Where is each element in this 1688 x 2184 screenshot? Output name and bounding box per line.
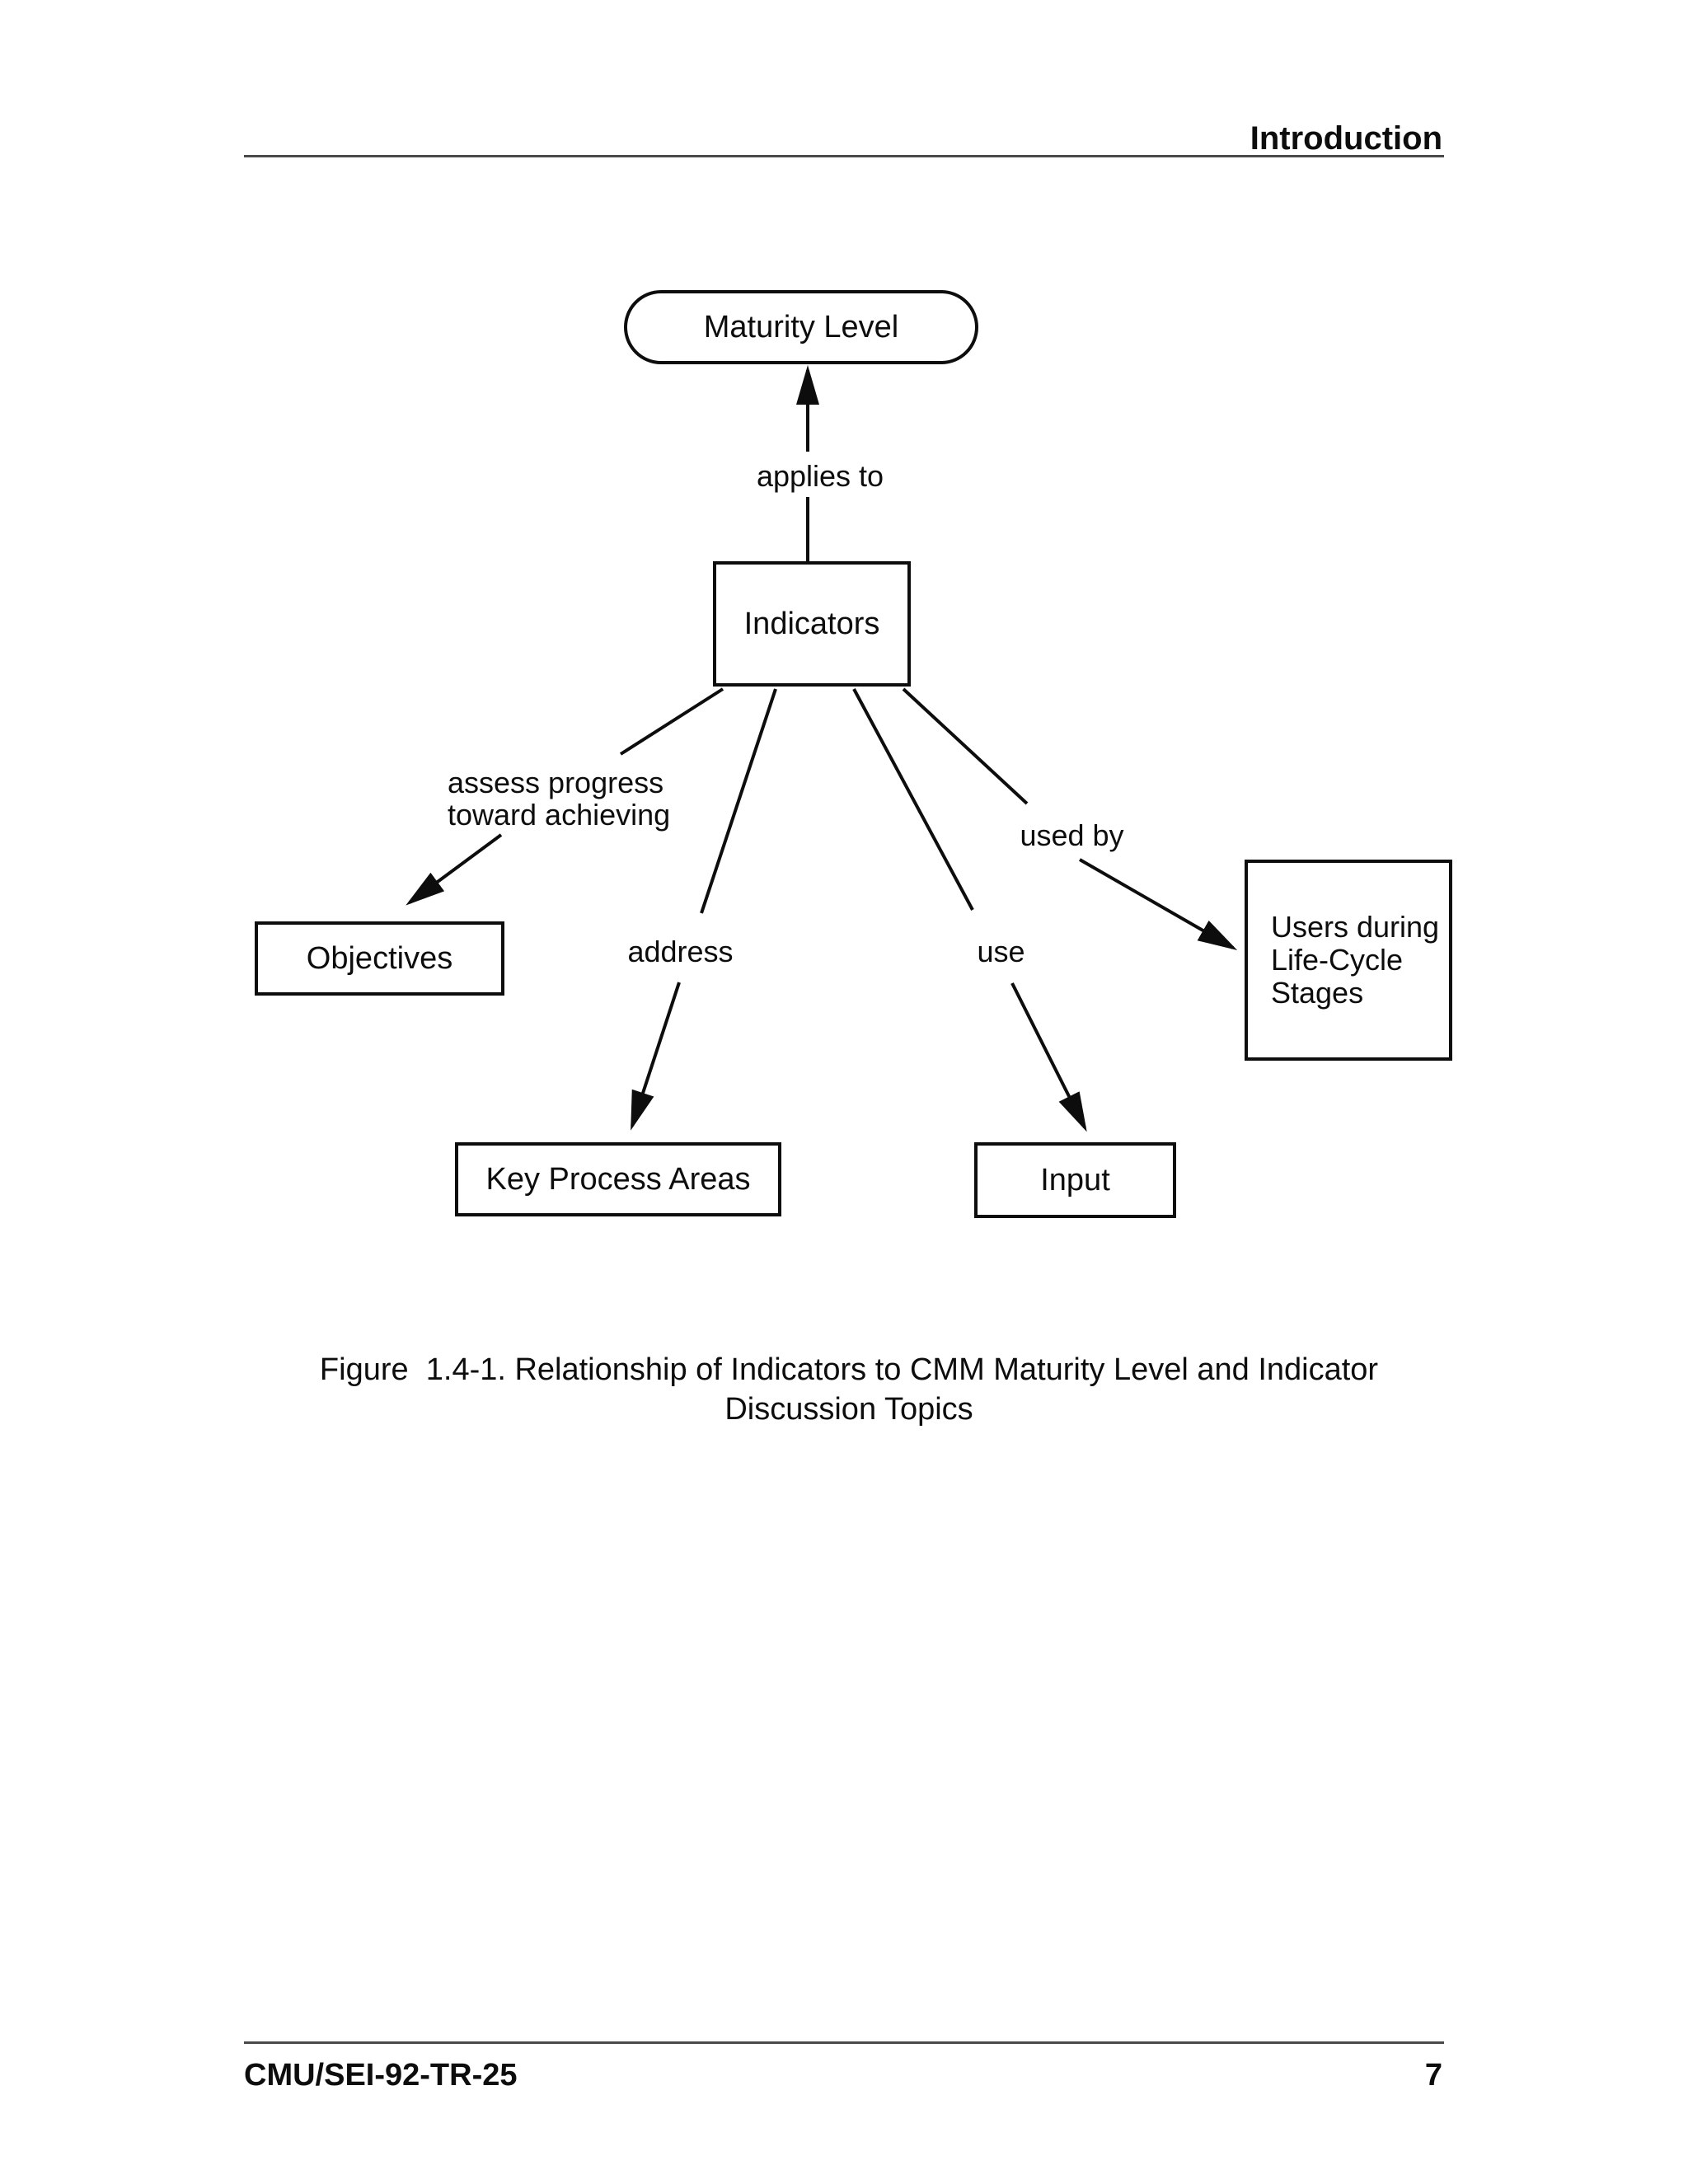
edge-assess-lower-arrow: [406, 833, 503, 906]
edge-label-use: use: [977, 935, 1025, 968]
node-users-life-cycle: Users during Life-Cycle Stages: [1245, 860, 1452, 1061]
node-indicators-label: Indicators: [743, 607, 880, 641]
footer-rule: [244, 2041, 1444, 2044]
header-rule: [244, 155, 1444, 157]
edge-used-by-upper-line: [902, 687, 1029, 805]
node-objectives-label: Objectives: [306, 941, 453, 976]
edge-used-by-lower-arrow: [1079, 858, 1238, 950]
edge-use-lower-arrow: [1010, 982, 1087, 1132]
edge-use-upper-line: [852, 688, 974, 911]
node-input: Input: [974, 1142, 1176, 1218]
node-maturity-level: Maturity Level: [624, 290, 978, 364]
node-indicators: Indicators: [713, 561, 911, 687]
running-header-title: Introduction: [1250, 120, 1442, 157]
edge-label-address: address: [627, 935, 734, 968]
node-input-label: Input: [1040, 1163, 1110, 1197]
edge-address-upper-line: [700, 688, 777, 914]
edge-label-used-by: used by: [1020, 818, 1124, 852]
node-key-process-areas: Key Process Areas: [455, 1142, 781, 1216]
footer: CMU/SEI-92-TR-25 7: [244, 2059, 1442, 2092]
edge-address-lower-arrow: [631, 982, 681, 1131]
edge-label-applies-to: applies to: [756, 459, 884, 493]
node-maturity-level-label: Maturity Level: [703, 310, 899, 344]
node-key-process-areas-label: Key Process Areas: [485, 1162, 751, 1197]
edge-label-assess-progress: assess progress toward achieving: [448, 766, 671, 832]
node-objectives: Objectives: [255, 921, 504, 996]
node-users-life-cycle-label: Users during Life-Cycle Stages: [1271, 910, 1440, 1010]
figure-caption-line2: Discussion Topics: [724, 1392, 973, 1427]
footer-page-number: 7: [1424, 2058, 1442, 2093]
figure-caption: Figure 1.4-1. Relationship of Indicators…: [272, 1350, 1426, 1429]
figure-caption-line1: Figure 1.4-1. Relationship of Indicators…: [319, 1352, 1379, 1387]
footer-doc-id: CMU/SEI-92-TR-25: [244, 2058, 518, 2093]
edge-assess-upper-line: [619, 687, 724, 756]
